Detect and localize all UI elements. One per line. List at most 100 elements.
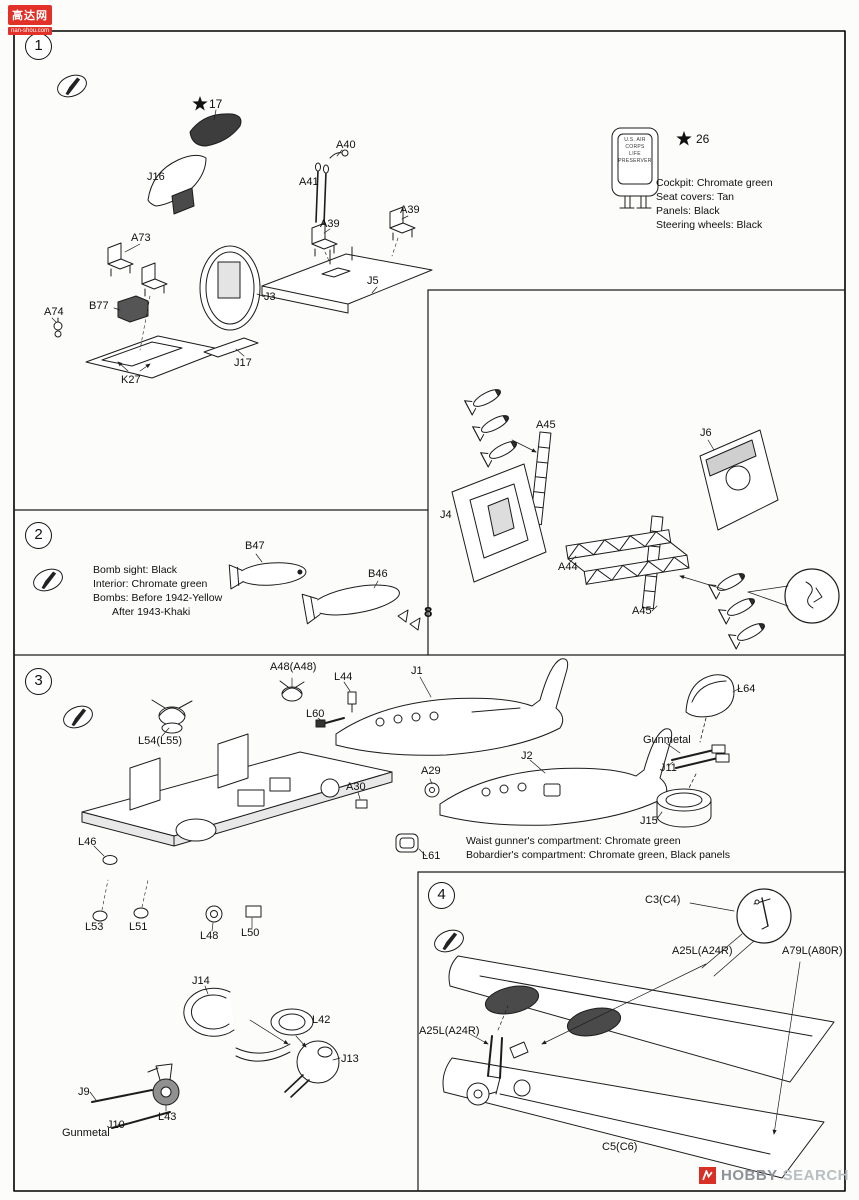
brand-text-bold: HOBBY bbox=[721, 1167, 778, 1184]
part-b46-drawing bbox=[301, 584, 400, 625]
part-label-l60: L60 bbox=[306, 708, 325, 720]
part-b47-drawing bbox=[228, 562, 307, 590]
interior-assembly-drawing bbox=[81, 733, 393, 847]
part-label-a40: A40 bbox=[336, 139, 356, 151]
part-label-a25l: A25L(A24R) bbox=[419, 1025, 480, 1037]
part-label-j17: J17 bbox=[234, 357, 252, 369]
part-label-a30: A30 bbox=[346, 781, 366, 793]
part-label-b46: B46 bbox=[368, 568, 388, 580]
part-label-j6: J6 bbox=[700, 427, 712, 439]
part-label-l48: L48 bbox=[200, 930, 219, 942]
part-label-l50: L50 bbox=[241, 927, 260, 939]
step1-number: 1 bbox=[25, 33, 52, 60]
paintbrush-icon bbox=[59, 701, 97, 733]
decal-label-17: 17 bbox=[209, 97, 223, 111]
ball-turret-drawing bbox=[183, 985, 341, 1098]
part-j3-drawing bbox=[199, 245, 266, 331]
detail-callout-wing bbox=[701, 888, 792, 977]
part-j5-drawing bbox=[261, 246, 433, 314]
part-label-j10: J10 bbox=[107, 1119, 125, 1131]
detail-callout-bombbay bbox=[747, 568, 840, 624]
part-c5-wing-drawing bbox=[442, 1057, 825, 1179]
part-label-a79l: A79L(A80R) bbox=[782, 945, 843, 957]
life-preserver-line: U.S. AIR bbox=[624, 137, 646, 143]
part-label-j9: J9 bbox=[78, 1086, 90, 1098]
part-l54-drawing bbox=[151, 699, 193, 737]
part-label-a39: A39 bbox=[400, 204, 420, 216]
part-a40-drawing bbox=[329, 149, 349, 159]
part-label-a74: A74 bbox=[44, 306, 64, 318]
part-l46-drawing bbox=[93, 845, 118, 865]
part-label-l51: L51 bbox=[129, 921, 148, 933]
watermark-url: nan-shou.com bbox=[8, 27, 53, 35]
part-label-j4: J4 bbox=[440, 509, 452, 521]
part-j2-drawing bbox=[439, 728, 673, 826]
part-label-j14: J14 bbox=[192, 975, 210, 987]
part-a30-drawing bbox=[355, 791, 368, 809]
part-j10-drawing bbox=[111, 1111, 171, 1129]
paint-note: Bobardier's compartment: Chromate green,… bbox=[466, 849, 731, 861]
part-a74-drawing bbox=[51, 317, 63, 338]
star-icon bbox=[675, 130, 693, 147]
part-26-preserver-drawing bbox=[611, 127, 659, 209]
paint-note: After 1943-Khaki bbox=[112, 606, 191, 618]
part-j11-drawing bbox=[665, 742, 730, 769]
part-label-a73: A73 bbox=[131, 232, 151, 244]
part-label-j3: J3 bbox=[264, 291, 276, 303]
part-label-b47: B47 bbox=[245, 540, 265, 552]
step4-number: 4 bbox=[428, 882, 455, 909]
bomb-count-icon bbox=[397, 609, 409, 623]
step3-number: 3 bbox=[25, 668, 52, 695]
paint-note: Waist gunner's compartment: Chromate gre… bbox=[466, 835, 681, 847]
part-label-a41: A41 bbox=[299, 176, 319, 188]
part-label-l61: L61 bbox=[422, 850, 441, 862]
part-label-j5: J5 bbox=[367, 275, 379, 287]
part-a41-drawing bbox=[315, 162, 329, 225]
part-label-l64: L64 bbox=[737, 683, 756, 695]
part-l61-drawing bbox=[395, 833, 427, 857]
part-c3-wing-drawing bbox=[448, 955, 835, 1083]
paint-callout-gunmetal: Gunmetal bbox=[643, 734, 691, 746]
part-label-a29: A29 bbox=[421, 765, 441, 777]
part-j15-drawing bbox=[655, 788, 712, 828]
tail-wheel-drawing bbox=[147, 1063, 180, 1112]
decal-label-26: 26 bbox=[696, 132, 710, 146]
paint-note: Steering wheels: Black bbox=[656, 219, 763, 231]
part-label-j13: J13 bbox=[341, 1053, 359, 1065]
paintbrush-icon bbox=[430, 925, 468, 957]
part-a29-drawing bbox=[424, 778, 440, 798]
part-label-j16: J16 bbox=[147, 171, 165, 183]
part-a44-drawing bbox=[565, 529, 690, 585]
watermark: 高达网 nan-shou.com bbox=[8, 5, 53, 35]
part-j1-drawing bbox=[335, 658, 569, 756]
part-label-l46: L46 bbox=[78, 836, 97, 848]
watermark-badge: 高达网 bbox=[8, 5, 52, 25]
life-preserver-line: CORPS bbox=[625, 144, 645, 150]
part-j17-drawing bbox=[203, 337, 259, 358]
part-label-l44: L44 bbox=[334, 671, 353, 683]
part-a48-drawing bbox=[279, 677, 305, 702]
step2-art bbox=[228, 553, 421, 631]
part-j4-drawing bbox=[451, 463, 547, 583]
part-label-c3: C3(C4) bbox=[645, 894, 681, 906]
part-j6-drawing bbox=[699, 429, 779, 531]
part-label-a39: A39 bbox=[320, 218, 340, 230]
bomb-quantity: 8 bbox=[424, 604, 433, 621]
part-label-a45: A45 bbox=[632, 605, 652, 617]
paint-note: Cockpit: Chromate green bbox=[656, 177, 773, 189]
part-label-a45: A45 bbox=[536, 419, 556, 431]
part-l60-drawing bbox=[315, 717, 345, 728]
part-label-j11: J11 bbox=[660, 762, 677, 774]
part-label-l43: L43 bbox=[158, 1111, 177, 1123]
step4-art bbox=[442, 888, 835, 1179]
hobby-search-logo bbox=[699, 1167, 716, 1184]
paint-note: Panels: Black bbox=[656, 205, 720, 217]
paintbrush-icon bbox=[29, 564, 67, 596]
page-border bbox=[13, 30, 846, 1192]
part-label-k27: K27 bbox=[121, 374, 141, 386]
part-label-j15: J15 bbox=[640, 815, 658, 827]
part-label-a44: A44 bbox=[558, 561, 578, 573]
part-label-l53: L53 bbox=[85, 921, 104, 933]
part-label-j2: J2 bbox=[521, 750, 533, 762]
